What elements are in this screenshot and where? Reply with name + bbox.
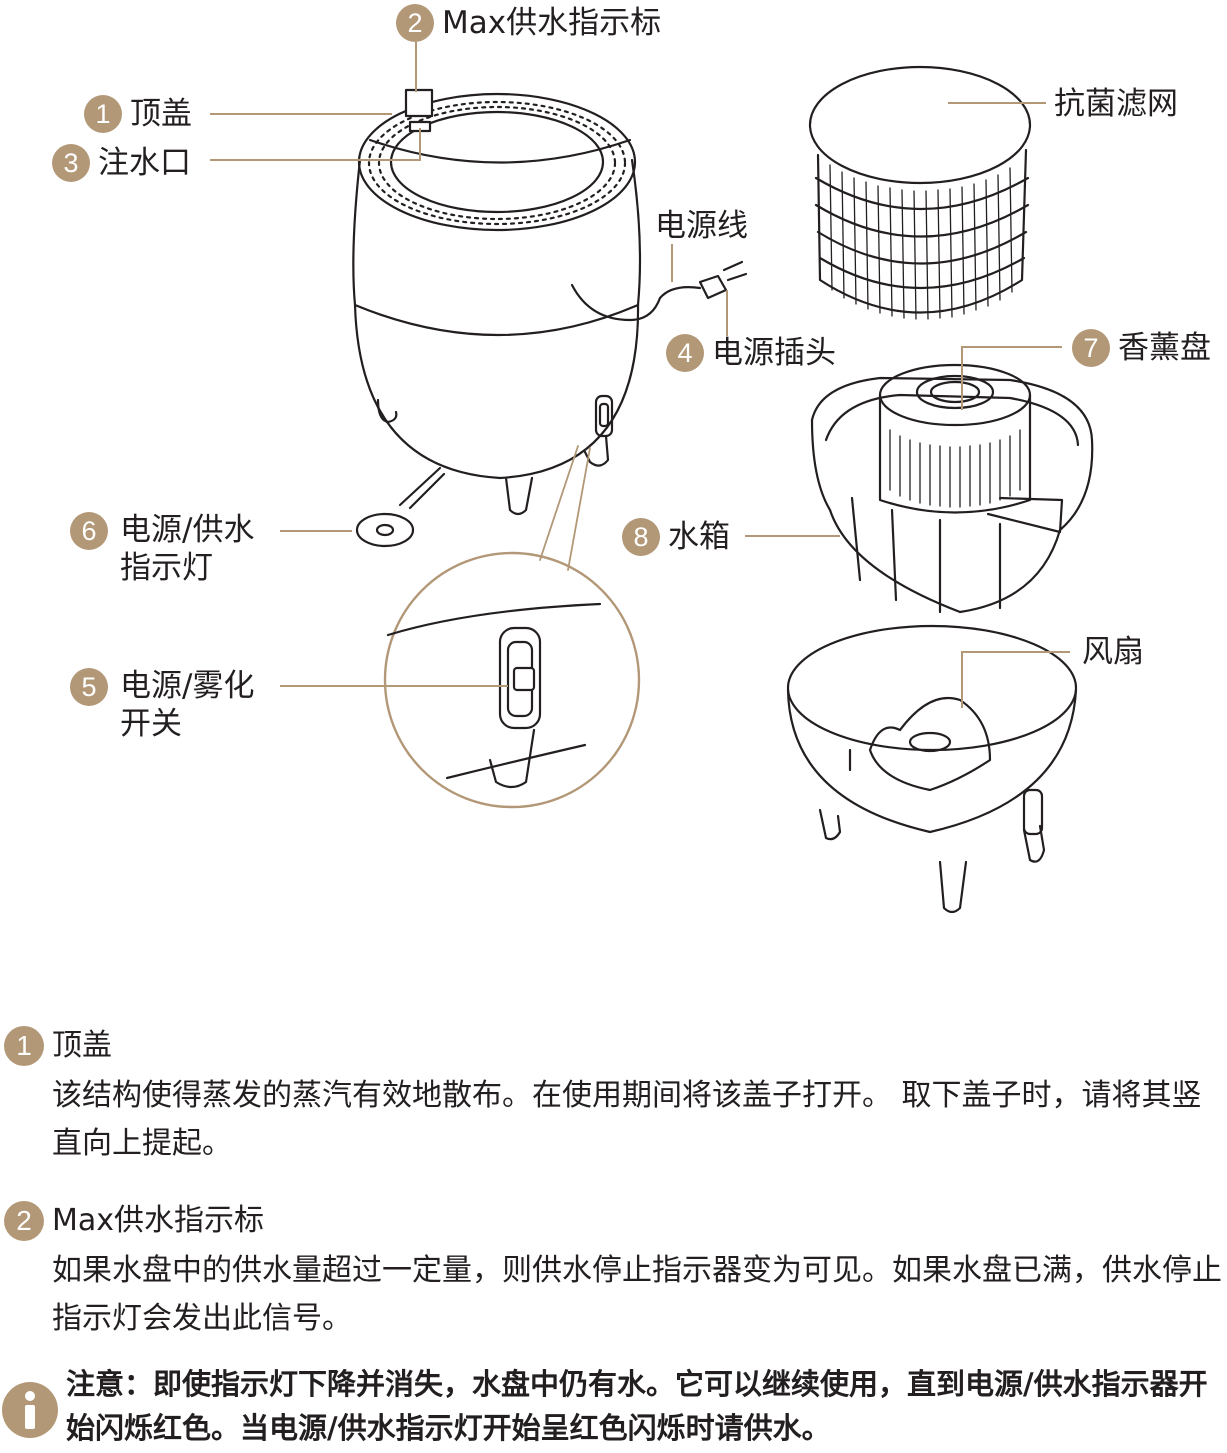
badge-3: 3 xyxy=(52,144,90,182)
product-diagram: 2 Max供水指示标 1 顶盖 3 注水口 电源线 4 电源插头 抗菌滤网 7 … xyxy=(52,4,1211,914)
label-switch-1: 电源/雾化 xyxy=(120,668,255,704)
label-aroma-tray: 香薰盘 xyxy=(1118,330,1211,366)
info-icon xyxy=(2,1382,58,1438)
label-max-indicator: Max供水指示标 xyxy=(442,5,662,41)
leader-lines xyxy=(210,42,1070,708)
label-filter: 抗菌滤网 xyxy=(1054,86,1178,122)
water-tank xyxy=(810,363,1094,614)
note-text: 注意：即使指示灯下降并消失，水盘中仍有水。它可以继续使用，直到电源/供水指示器开… xyxy=(66,1367,1208,1445)
fan-base xyxy=(786,624,1078,914)
section-top-cover: 1 顶盖 该结构使得蒸发的蒸汽有效地散布。在使用期间将该盖子打开。 取下盖子时，… xyxy=(0,1026,1227,1166)
aroma-ribs xyxy=(889,429,1021,508)
label-water-inlet: 注水口 xyxy=(98,145,191,181)
badge-8: 8 xyxy=(622,518,660,556)
humidifier-body xyxy=(352,88,748,548)
label-power-plug: 电源插头 xyxy=(712,335,836,371)
note-box: 注意：即使指示灯下降并消失，水盘中仍有水。它可以继续使用，直到电源/供水指示器开… xyxy=(0,1362,1227,1452)
label-water-tank: 水箱 xyxy=(668,519,730,555)
switch-zoom xyxy=(383,445,641,809)
badge-4: 4 xyxy=(666,334,704,372)
label-switch-2: 开关 xyxy=(120,706,182,742)
badge-2: 2 xyxy=(396,4,434,42)
badge-7: 7 xyxy=(1072,329,1110,367)
section-max-indicator: 2 Max供水指示标 如果水盘中的供水量超过一定量，则供水停止指示器变为可见。如… xyxy=(0,1201,1227,1341)
section-2-badge: 2 xyxy=(4,1201,44,1241)
badge-6: 6 xyxy=(70,512,108,550)
label-top-cover: 顶盖 xyxy=(130,96,192,132)
section-1-body: 该结构使得蒸发的蒸汽有效地散布。在使用期间将该盖子打开。 取下盖子时，请将其竖直… xyxy=(52,1078,1202,1161)
label-fan: 风扇 xyxy=(1082,634,1144,670)
badge-5: 5 xyxy=(70,668,108,706)
label-indicator-light-1: 电源/供水 xyxy=(120,512,255,548)
section-1-badge: 1 xyxy=(4,1026,44,1066)
diagram-drawing xyxy=(210,42,1094,914)
badge-1: 1 xyxy=(84,95,122,133)
section-1-title: 顶盖 xyxy=(52,1028,112,1063)
label-power-cord: 电源线 xyxy=(655,208,748,244)
section-2-title: Max供水指示标 xyxy=(52,1203,265,1238)
filter-slats xyxy=(829,164,1013,320)
label-indicator-light-2: 指示灯 xyxy=(120,550,213,586)
section-2-body: 如果水盘中的供水量超过一定量，则供水停止指示器变为可见。如果水盘已满，供水停止指… xyxy=(52,1253,1222,1336)
